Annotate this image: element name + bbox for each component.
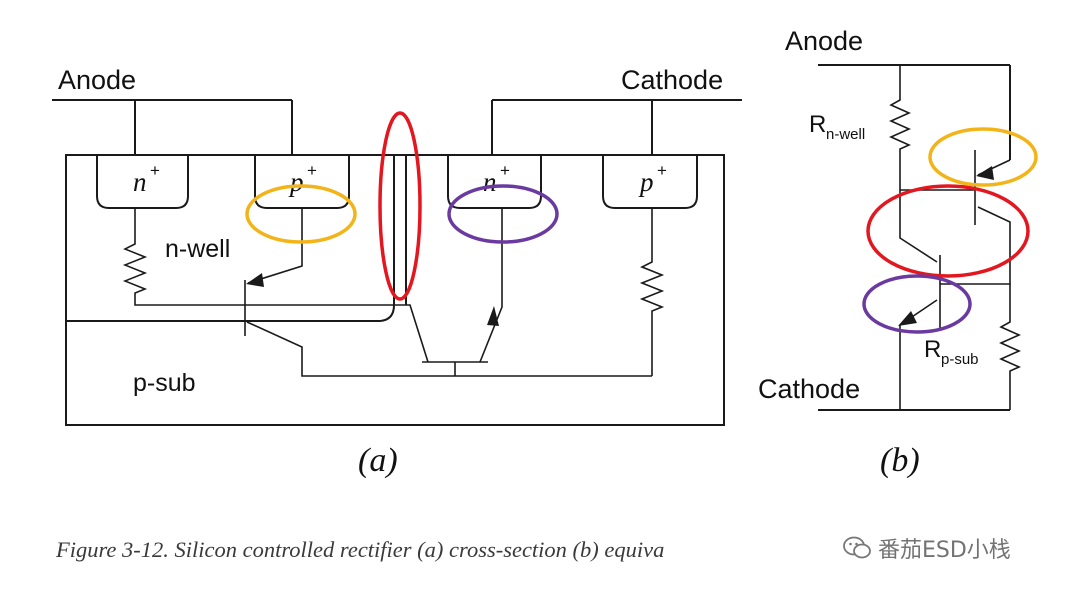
anode-label-b: Anode — [785, 26, 863, 56]
svg-text:+: + — [307, 161, 317, 180]
svg-text:+: + — [150, 161, 160, 180]
anode-label-a: Anode — [58, 65, 136, 95]
r-nwell-resistor — [889, 65, 911, 190]
red-highlight-b — [866, 184, 1030, 278]
p-plus-right-diffusion — [602, 155, 698, 209]
svg-text:n: n — [133, 167, 147, 197]
p-plus-left-label: p + — [288, 161, 317, 197]
yellow-highlight-b — [928, 127, 1038, 187]
svg-text:p: p — [638, 167, 654, 197]
n-plus-left-label: n + — [133, 161, 160, 197]
cathode-label-a: Cathode — [621, 65, 723, 95]
n-plus-right-diffusion — [447, 155, 542, 209]
n-plus-right-label: n + — [483, 161, 510, 197]
pnp-emitter-arrow — [246, 273, 264, 287]
n-well-label: n-well — [165, 235, 230, 263]
cathode-label-b: Cathode — [758, 374, 860, 404]
p-plus-right-label: p + — [638, 161, 667, 197]
watermark-text: 番茄ESD小栈 — [878, 538, 1011, 563]
wechat-icon — [843, 536, 871, 559]
purple-highlight-b — [862, 274, 972, 334]
npn-emitter-arrow-b — [898, 311, 917, 326]
r-psub-label: R p-sub — [924, 336, 979, 368]
svg-text:R: R — [924, 336, 941, 363]
panel-a: Anode Cathode n + p + n + p — [52, 65, 742, 479]
n-plus-left-diffusion — [96, 155, 189, 209]
watermark: 番茄ESD小栈 — [838, 530, 1015, 566]
panel-b: Anode R n-well R p-sub Cathode — [758, 26, 1038, 479]
purple-highlight-a — [447, 184, 559, 244]
svg-text:R: R — [809, 111, 826, 138]
svg-text:+: + — [657, 161, 667, 180]
p-sub-label: p-sub — [133, 369, 196, 397]
r-nwell-label: R n-well — [809, 111, 865, 143]
panel-b-label: (b) — [880, 442, 920, 479]
npn-emitter-lead — [479, 208, 503, 363]
svg-text:n: n — [483, 167, 497, 197]
npn-collector-b — [899, 190, 938, 263]
red-highlight-a — [378, 111, 422, 301]
pnp-emitter-lead — [247, 208, 303, 284]
panel-a-label: (a) — [358, 442, 398, 479]
pnp-collector-b — [940, 206, 1011, 285]
npn-emitter-arrow — [487, 306, 499, 326]
svg-text:p-sub: p-sub — [941, 351, 979, 368]
r-psub-resistor — [999, 284, 1021, 410]
pnp-collector-lead — [246, 321, 652, 377]
svg-text:p: p — [288, 167, 304, 197]
svg-text:n-well: n-well — [826, 126, 865, 143]
yellow-highlight-a — [245, 184, 357, 244]
figure-caption: Figure 3-12. Silicon controlled rectifie… — [56, 537, 665, 562]
npn-collector-lead — [400, 304, 429, 363]
n-well-resistor — [122, 208, 400, 306]
svg-text:+: + — [500, 161, 510, 180]
p-sub-resistor — [639, 208, 665, 376]
pnp-emitter-arrow-b — [976, 166, 994, 180]
